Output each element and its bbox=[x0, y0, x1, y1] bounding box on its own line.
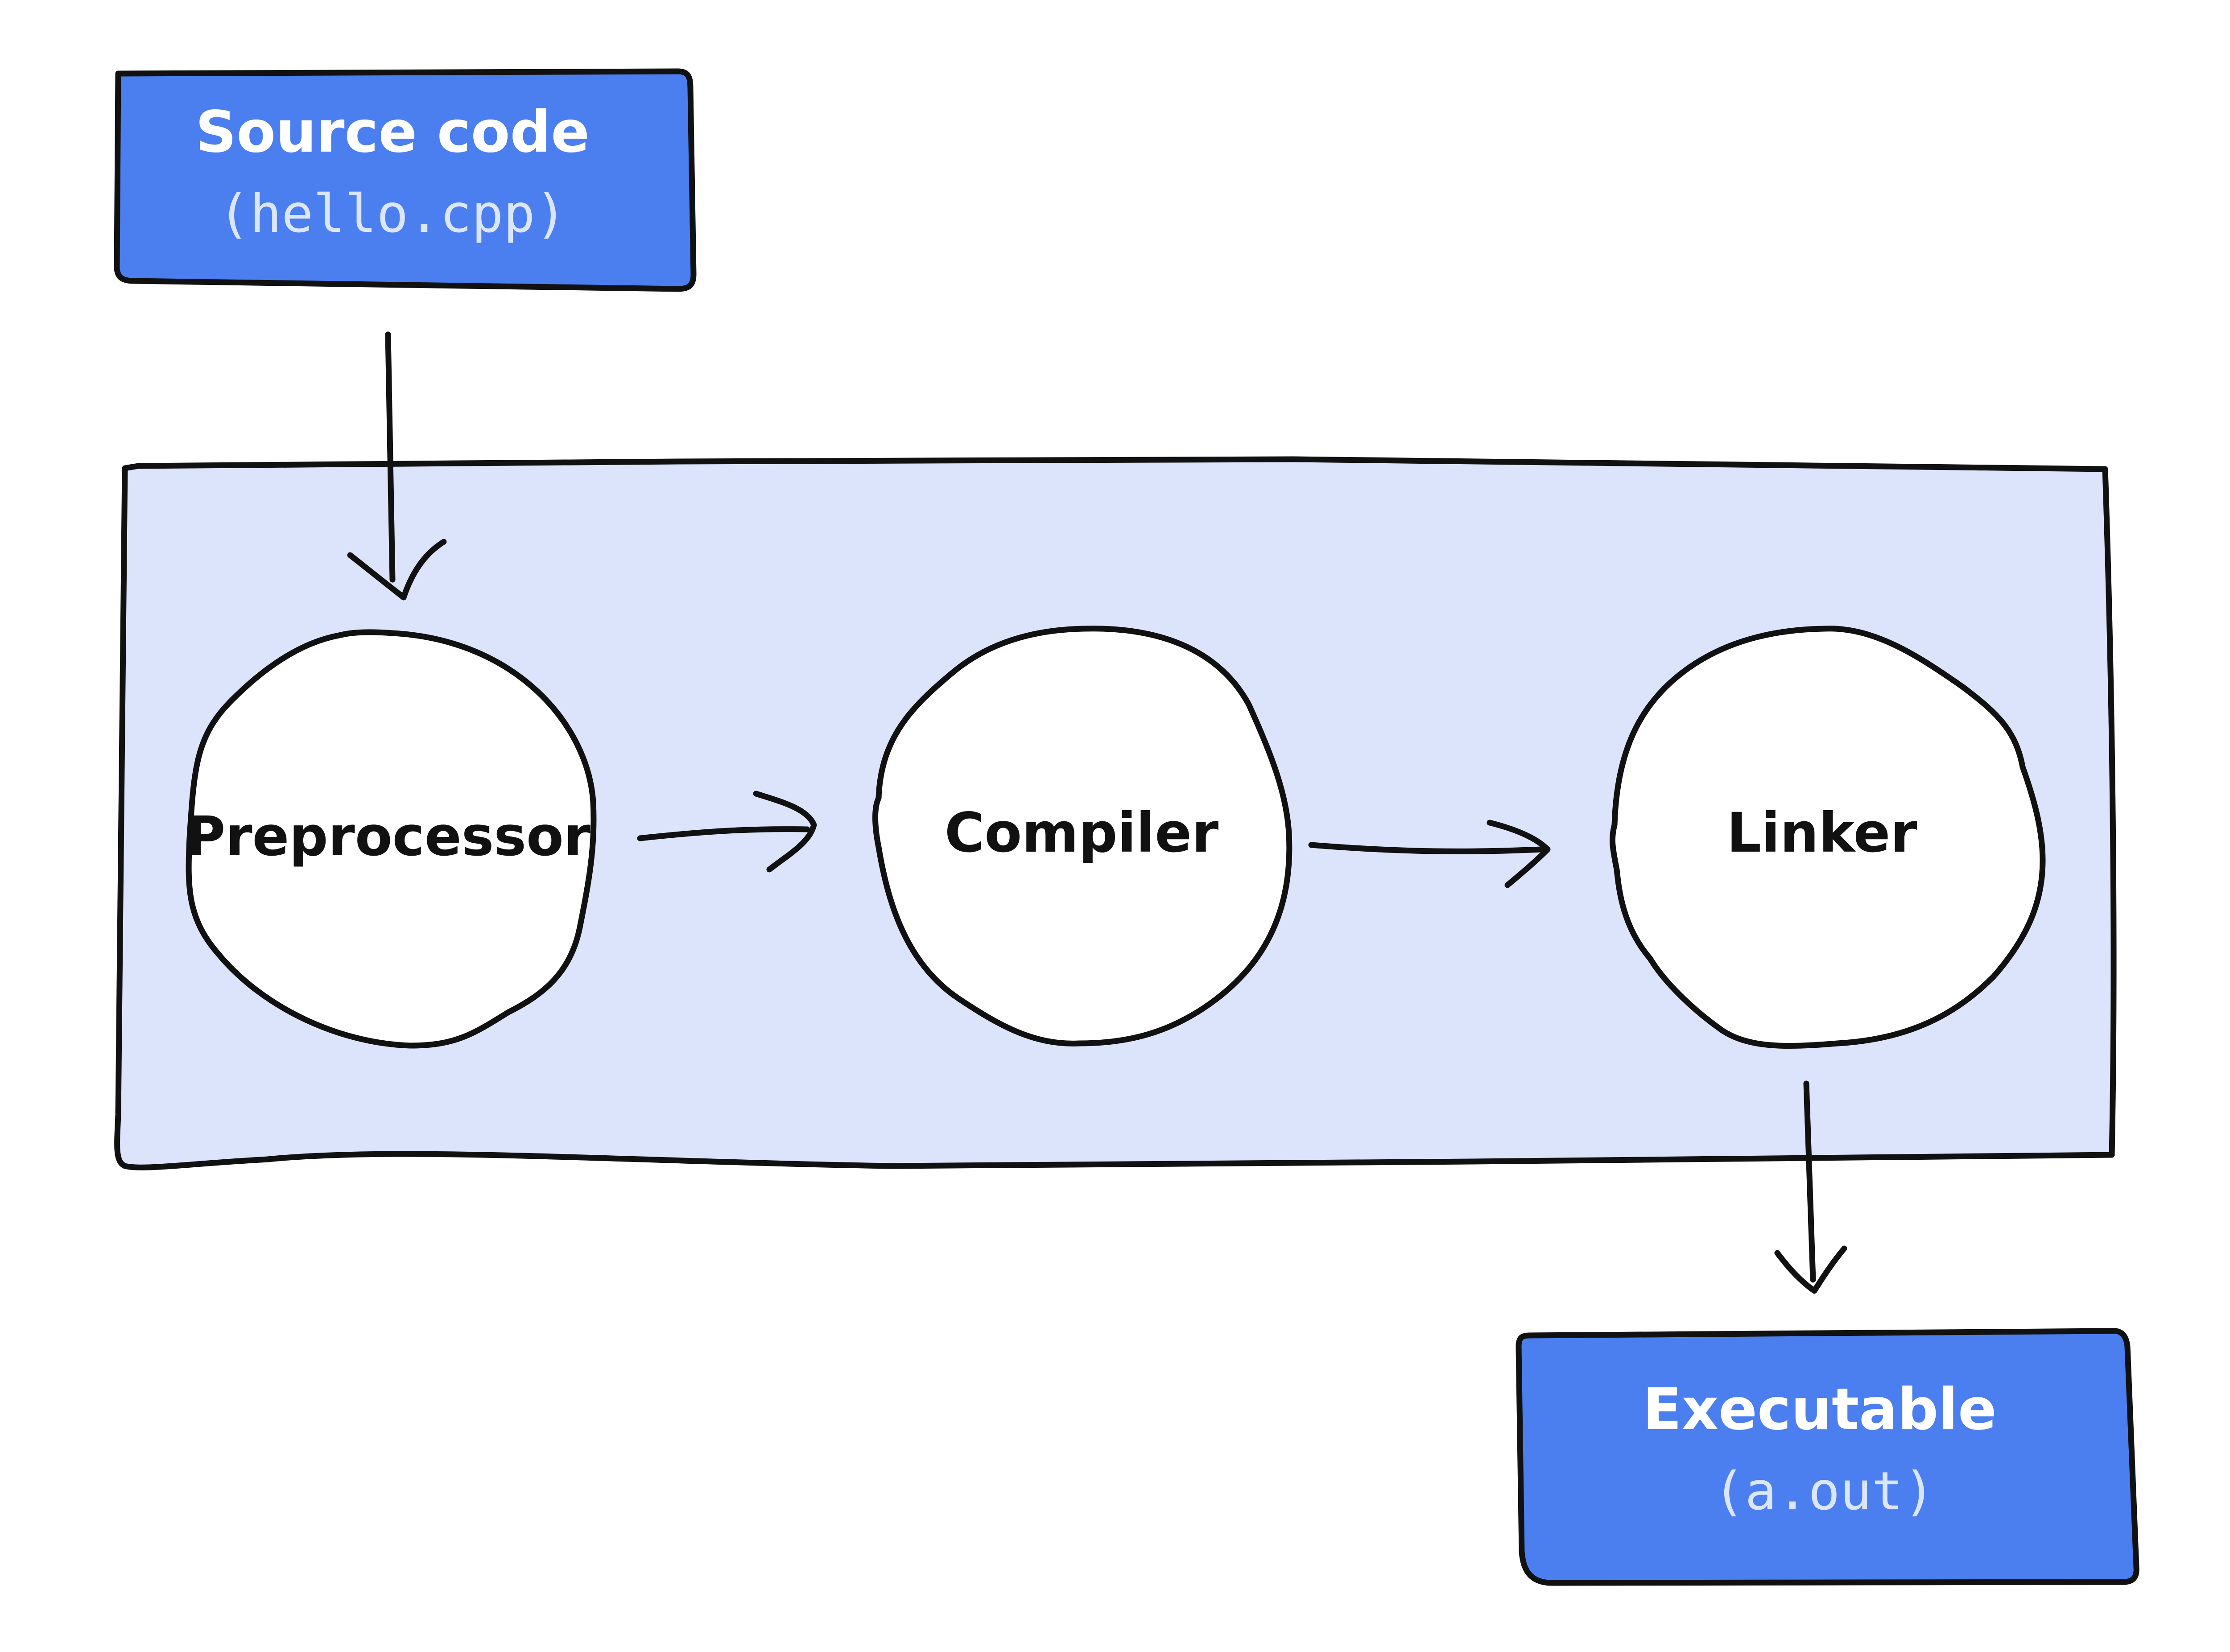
executable-box-shape bbox=[1516, 1328, 2139, 1586]
compiler-node: Compiler bbox=[872, 626, 1293, 1046]
compiler-label: Compiler bbox=[945, 801, 1218, 865]
preprocessor-node: Preprocessor bbox=[186, 629, 597, 1049]
preprocessor-circle bbox=[186, 629, 597, 1049]
compiler-circle bbox=[872, 626, 1293, 1046]
linker-label: Linker bbox=[1726, 801, 1917, 865]
linker-circle bbox=[1609, 626, 2046, 1049]
arrow-preprocessor-to-compiler bbox=[637, 791, 817, 873]
executable-box: Executable (a.out) bbox=[1516, 1328, 2139, 1586]
linker-node: Linker bbox=[1609, 626, 2046, 1049]
source-code-box: Source code (hello.cpp) bbox=[114, 68, 697, 292]
source-code-title: Source code bbox=[195, 99, 590, 165]
source-code-box-shape bbox=[114, 68, 697, 292]
executable-title: Executable bbox=[1643, 1376, 1997, 1443]
arrow-source-to-preprocessor bbox=[347, 331, 447, 601]
preprocessor-label: Preprocessor bbox=[186, 805, 591, 868]
arrow-compiler-to-linker bbox=[1308, 820, 1551, 888]
executable-file-name: (a.out) bbox=[1713, 1460, 1935, 1522]
arrow-linker-to-executable bbox=[1774, 1080, 1847, 1294]
source-file-name: (hello.cpp) bbox=[218, 183, 566, 244]
